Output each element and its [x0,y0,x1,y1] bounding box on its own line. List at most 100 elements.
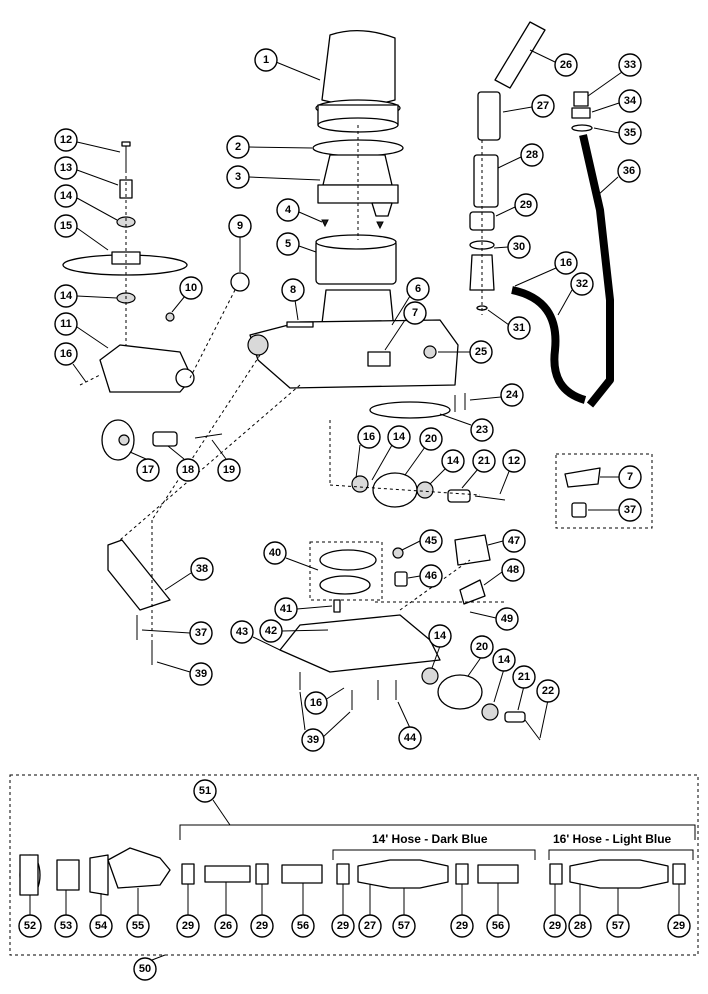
svg-text:20: 20 [425,433,437,445]
part-disks-40 [309,541,383,601]
part-nut-25 [423,345,437,359]
svg-text:40: 40 [269,547,281,559]
callout-54: 54 [89,893,113,938]
svg-text:37: 37 [624,504,636,516]
callout-19: 19 [211,439,241,482]
svg-text:26: 26 [560,59,572,71]
svg-text:20: 20 [476,641,488,653]
svg-text:9: 9 [237,220,243,232]
callout-17: 17 [129,451,160,482]
svg-text:4: 4 [285,204,292,216]
svg-text:27: 27 [537,100,549,112]
callout-52: 52 [18,895,42,938]
part-base-43 [279,614,441,673]
callout-5: 5 [276,232,317,256]
part-block-48 [459,579,486,605]
callout-16b: 16 [355,425,381,479]
part-hose-32 [511,286,587,404]
svg-text:50: 50 [139,963,151,975]
callout-20b: 20 [467,635,494,677]
part-bracket-11 [99,344,195,393]
svg-text:37: 37 [195,627,207,639]
svg-text:57: 57 [398,920,410,932]
svg-text:21: 21 [518,671,530,683]
svg-text:14: 14 [498,654,511,666]
callout-37a: 37 [588,498,642,522]
callout-16d: 16 [304,687,345,715]
callout-39a: 39 [156,661,213,686]
svg-text:45: 45 [425,535,437,547]
callout-9: 9 [228,214,252,272]
part-bearing-14-lo2 [481,703,499,721]
svg-text:29: 29 [456,920,468,932]
svg-text:54: 54 [95,920,108,932]
svg-text:48: 48 [507,564,519,576]
part-hose-28 [473,154,499,208]
callout-21a: 21 [461,449,496,489]
part-ring-2 [312,139,404,157]
svg-text:24: 24 [506,389,519,401]
callout-14d: 14 [429,449,465,485]
callout-29c: 29 [250,884,274,938]
callout-26b: 26 [214,882,238,938]
svg-text:56: 56 [492,920,504,932]
svg-text:31: 31 [513,322,525,334]
callout-14f: 14 [492,648,516,703]
callout-7: 7 [384,301,427,351]
part-bearing-14-mid3 [416,481,434,499]
part-bearing-14-lo [421,667,439,685]
callout-16c: 16 [514,251,578,287]
callout-29a: 29 [495,193,538,217]
hose-kit-parts [19,847,686,896]
callout-39b: 39 [299,691,351,752]
svg-text:29: 29 [337,920,349,932]
part-screw-19 [194,433,223,439]
callout-49: 49 [469,607,519,631]
svg-text:52: 52 [24,920,36,932]
part-plug-33 [573,91,589,107]
part-bolt-8 [286,321,314,328]
callout-51: 51 [193,779,231,826]
hose-kit-box [9,774,699,956]
callout-21b: 21 [512,665,536,711]
svg-text:47: 47 [508,535,520,547]
callout-29d: 29 [331,884,355,938]
svg-text:33: 33 [624,59,636,71]
svg-text:15: 15 [60,220,72,232]
svg-text:43: 43 [236,626,248,638]
callout-22: 22 [536,679,560,739]
callout-26: 26 [529,49,578,77]
svg-text:8: 8 [290,284,296,296]
svg-text:29: 29 [520,199,532,211]
callout-38: 38 [164,557,214,591]
part-collar-5 [315,234,397,285]
callout-10: 10 [171,276,203,313]
hose-label-dark-blue: 14' Hose - Dark Blue [372,832,488,846]
svg-text:2: 2 [235,141,241,153]
svg-text:36: 36 [623,165,635,177]
part-gear-9 [230,272,250,292]
svg-text:44: 44 [404,732,417,744]
svg-text:14: 14 [393,431,406,443]
callout-15: 15 [54,214,109,251]
hose-label-light-blue: 16' Hose - Light Blue [553,832,672,846]
callout-29f: 29 [543,884,567,938]
callout-23: 23 [439,413,494,442]
svg-text:18: 18 [182,464,194,476]
part-screws-44 [377,680,397,700]
svg-text:21: 21 [478,455,490,467]
part-bearing-14-mid2 [351,475,369,493]
svg-text:13: 13 [60,162,72,174]
callout-41: 41 [274,597,333,621]
callout-4: 4 [276,198,323,223]
part-screw-12b [474,495,506,501]
part-screws-4 [321,219,384,230]
callout-8: 8 [281,278,305,321]
svg-text:14: 14 [60,190,73,202]
callout-28: 28 [497,143,544,169]
part-nut-34 [571,107,591,119]
part-screw-12 [121,141,131,170]
svg-text:56: 56 [297,920,309,932]
svg-text:25: 25 [475,346,487,358]
callout-29g: 29 [667,884,691,938]
